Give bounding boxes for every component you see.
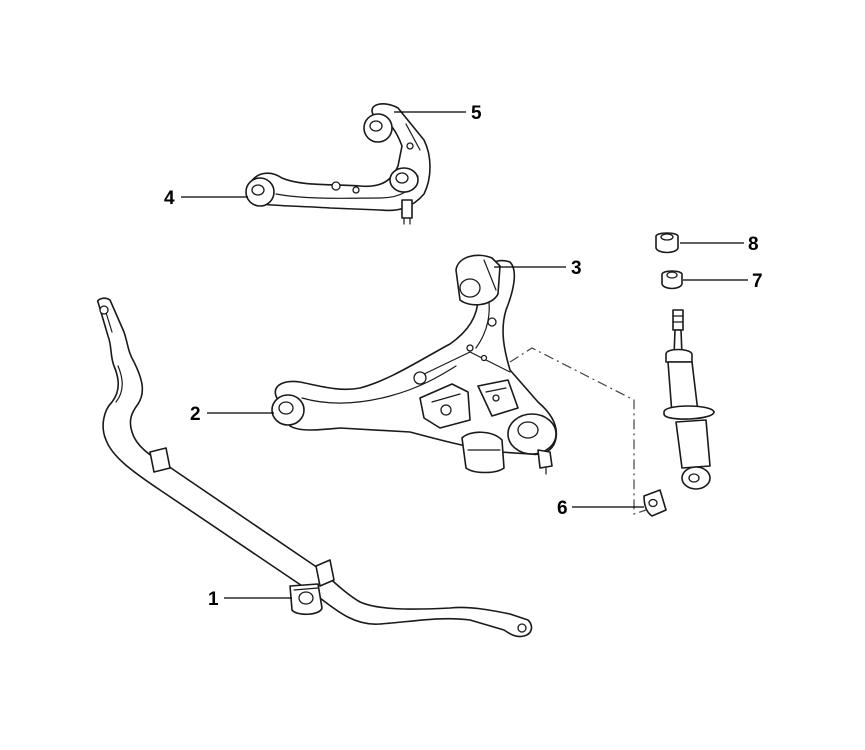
callout-1: 1 [208, 589, 219, 610]
lower-control-arm [271, 259, 558, 475]
shock-bushing [643, 489, 667, 517]
lower-arm-bushing [455, 254, 501, 306]
upper-control-arm [249, 103, 431, 225]
upper-arm-rear-bushing [363, 113, 393, 143]
callout-8: 8 [748, 234, 759, 255]
callout-5: 5 [471, 103, 482, 124]
stabilizer-bushing [289, 583, 323, 616]
callout-2: 2 [190, 404, 201, 425]
assembly-guide-line [509, 347, 647, 515]
shock-top-mount-rubber [655, 232, 679, 254]
leader-lines [181, 111, 748, 599]
callout-4: 4 [164, 188, 175, 209]
callout-6: 6 [557, 498, 568, 519]
shock-mount-rubber [661, 270, 683, 290]
callout-3: 3 [571, 258, 582, 279]
upper-arm-front-bushing [245, 177, 275, 207]
shock-absorber [663, 309, 715, 490]
stabilizer-bar [96, 297, 533, 638]
callout-7: 7 [752, 271, 763, 292]
